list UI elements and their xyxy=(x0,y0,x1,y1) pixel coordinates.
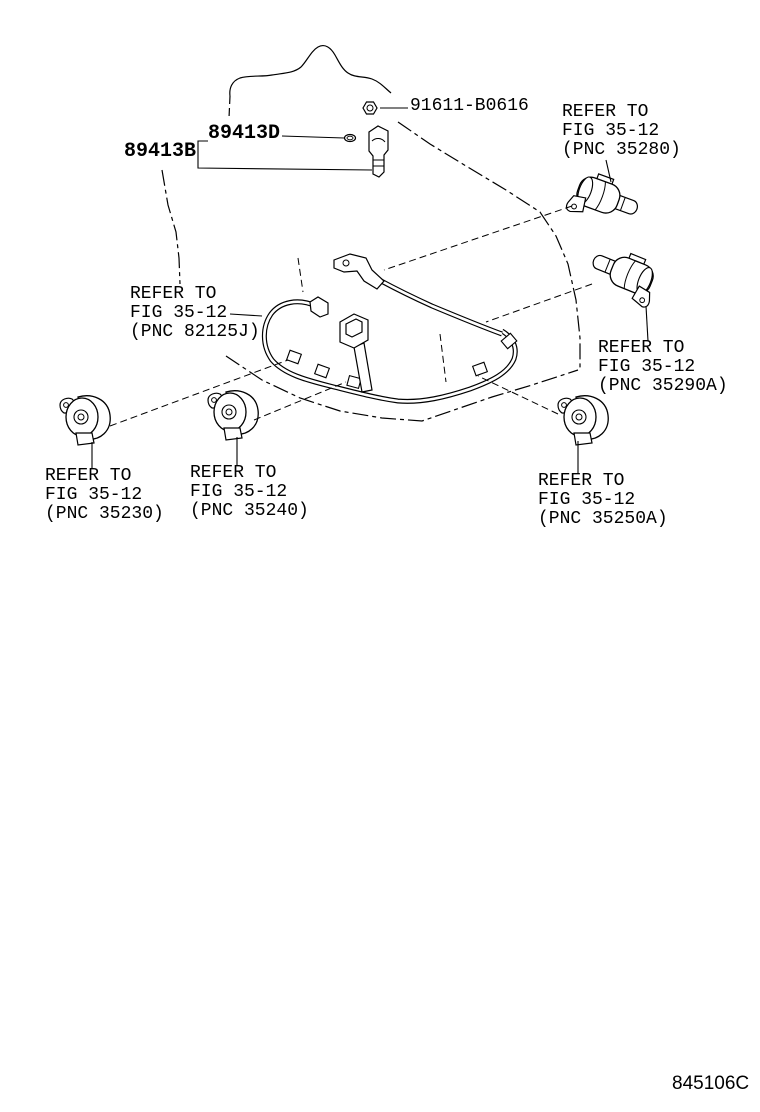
wire-harness xyxy=(261,273,518,404)
refer-callout-35290a[interactable]: REFER TO FIG 35-12 (PNC 35290A) xyxy=(598,339,728,396)
refer-line: REFER TO xyxy=(598,338,685,358)
harness-sensor-icon xyxy=(339,313,373,393)
solenoid-valve-icon xyxy=(59,395,111,446)
fig-line: FIG 35-12 xyxy=(45,485,143,505)
solenoid-valve-icon xyxy=(207,390,259,441)
refer-callout-35280[interactable]: REFER TO FIG 35-12 (PNC 35280) xyxy=(562,103,681,160)
harness-connector xyxy=(471,361,489,377)
refer-callout-82125j[interactable]: REFER TO FIG 35-12 (PNC 82125J) xyxy=(130,285,260,342)
refer-callout-35230[interactable]: REFER TO FIG 35-12 (PNC 35230) xyxy=(45,467,164,524)
solenoid-valve-icon xyxy=(557,395,609,446)
fig-line: FIG 35-12 xyxy=(538,490,636,510)
assembly-lines xyxy=(109,205,593,427)
refer-line: REFER TO xyxy=(562,102,649,122)
refer-line: REFER TO xyxy=(130,284,217,304)
harness-bracket xyxy=(333,253,385,290)
outline-left xyxy=(161,169,181,285)
o-ring-icon xyxy=(343,133,357,143)
outline-left-short xyxy=(228,95,231,119)
fig-line: FIG 35-12 xyxy=(598,357,696,377)
fig-line: FIG 35-12 xyxy=(562,121,660,141)
refer-callout-35240[interactable]: REFER TO FIG 35-12 (PNC 35240) xyxy=(190,464,309,521)
speed-sensor-icon xyxy=(368,125,389,178)
harness-connector xyxy=(346,374,362,390)
bolt-icon xyxy=(362,101,378,115)
outline-right xyxy=(397,121,581,368)
harness-connector xyxy=(285,349,303,365)
pnc-line: (PNC 82125J) xyxy=(130,322,260,342)
fig-line: FIG 35-12 xyxy=(190,482,288,502)
outline-top-edge xyxy=(229,44,392,97)
harness-connector xyxy=(313,363,331,379)
refer-line: REFER TO xyxy=(190,463,277,483)
part-number-callout[interactable]: 91611-B0616 xyxy=(410,96,529,116)
solenoid-valve-icon xyxy=(564,166,645,234)
part-number-callout[interactable]: 89413D xyxy=(208,122,281,145)
figure-code: 845106C xyxy=(672,1073,750,1094)
outline-bottom xyxy=(225,355,579,422)
pnc-line: (PNC 35290A) xyxy=(598,376,728,396)
refer-line: REFER TO xyxy=(45,466,132,486)
harness-connector-end xyxy=(309,296,329,318)
pnc-line: (PNC 35230) xyxy=(45,504,164,524)
pnc-line: (PNC 35280) xyxy=(562,140,681,160)
refer-line: REFER TO xyxy=(538,471,625,491)
pnc-line: (PNC 35250A) xyxy=(538,509,668,529)
part-number-callout[interactable]: 89413B xyxy=(124,140,197,163)
refer-callout-35250a[interactable]: REFER TO FIG 35-12 (PNC 35250A) xyxy=(538,472,668,529)
leader-lines xyxy=(91,107,649,474)
harness-connector xyxy=(500,332,518,350)
fig-line: FIG 35-12 xyxy=(130,303,228,323)
solenoid-valve-icon xyxy=(583,240,665,310)
pnc-line: (PNC 35240) xyxy=(190,501,309,521)
harness-connectors xyxy=(285,332,518,390)
transmission-outline xyxy=(161,44,581,422)
